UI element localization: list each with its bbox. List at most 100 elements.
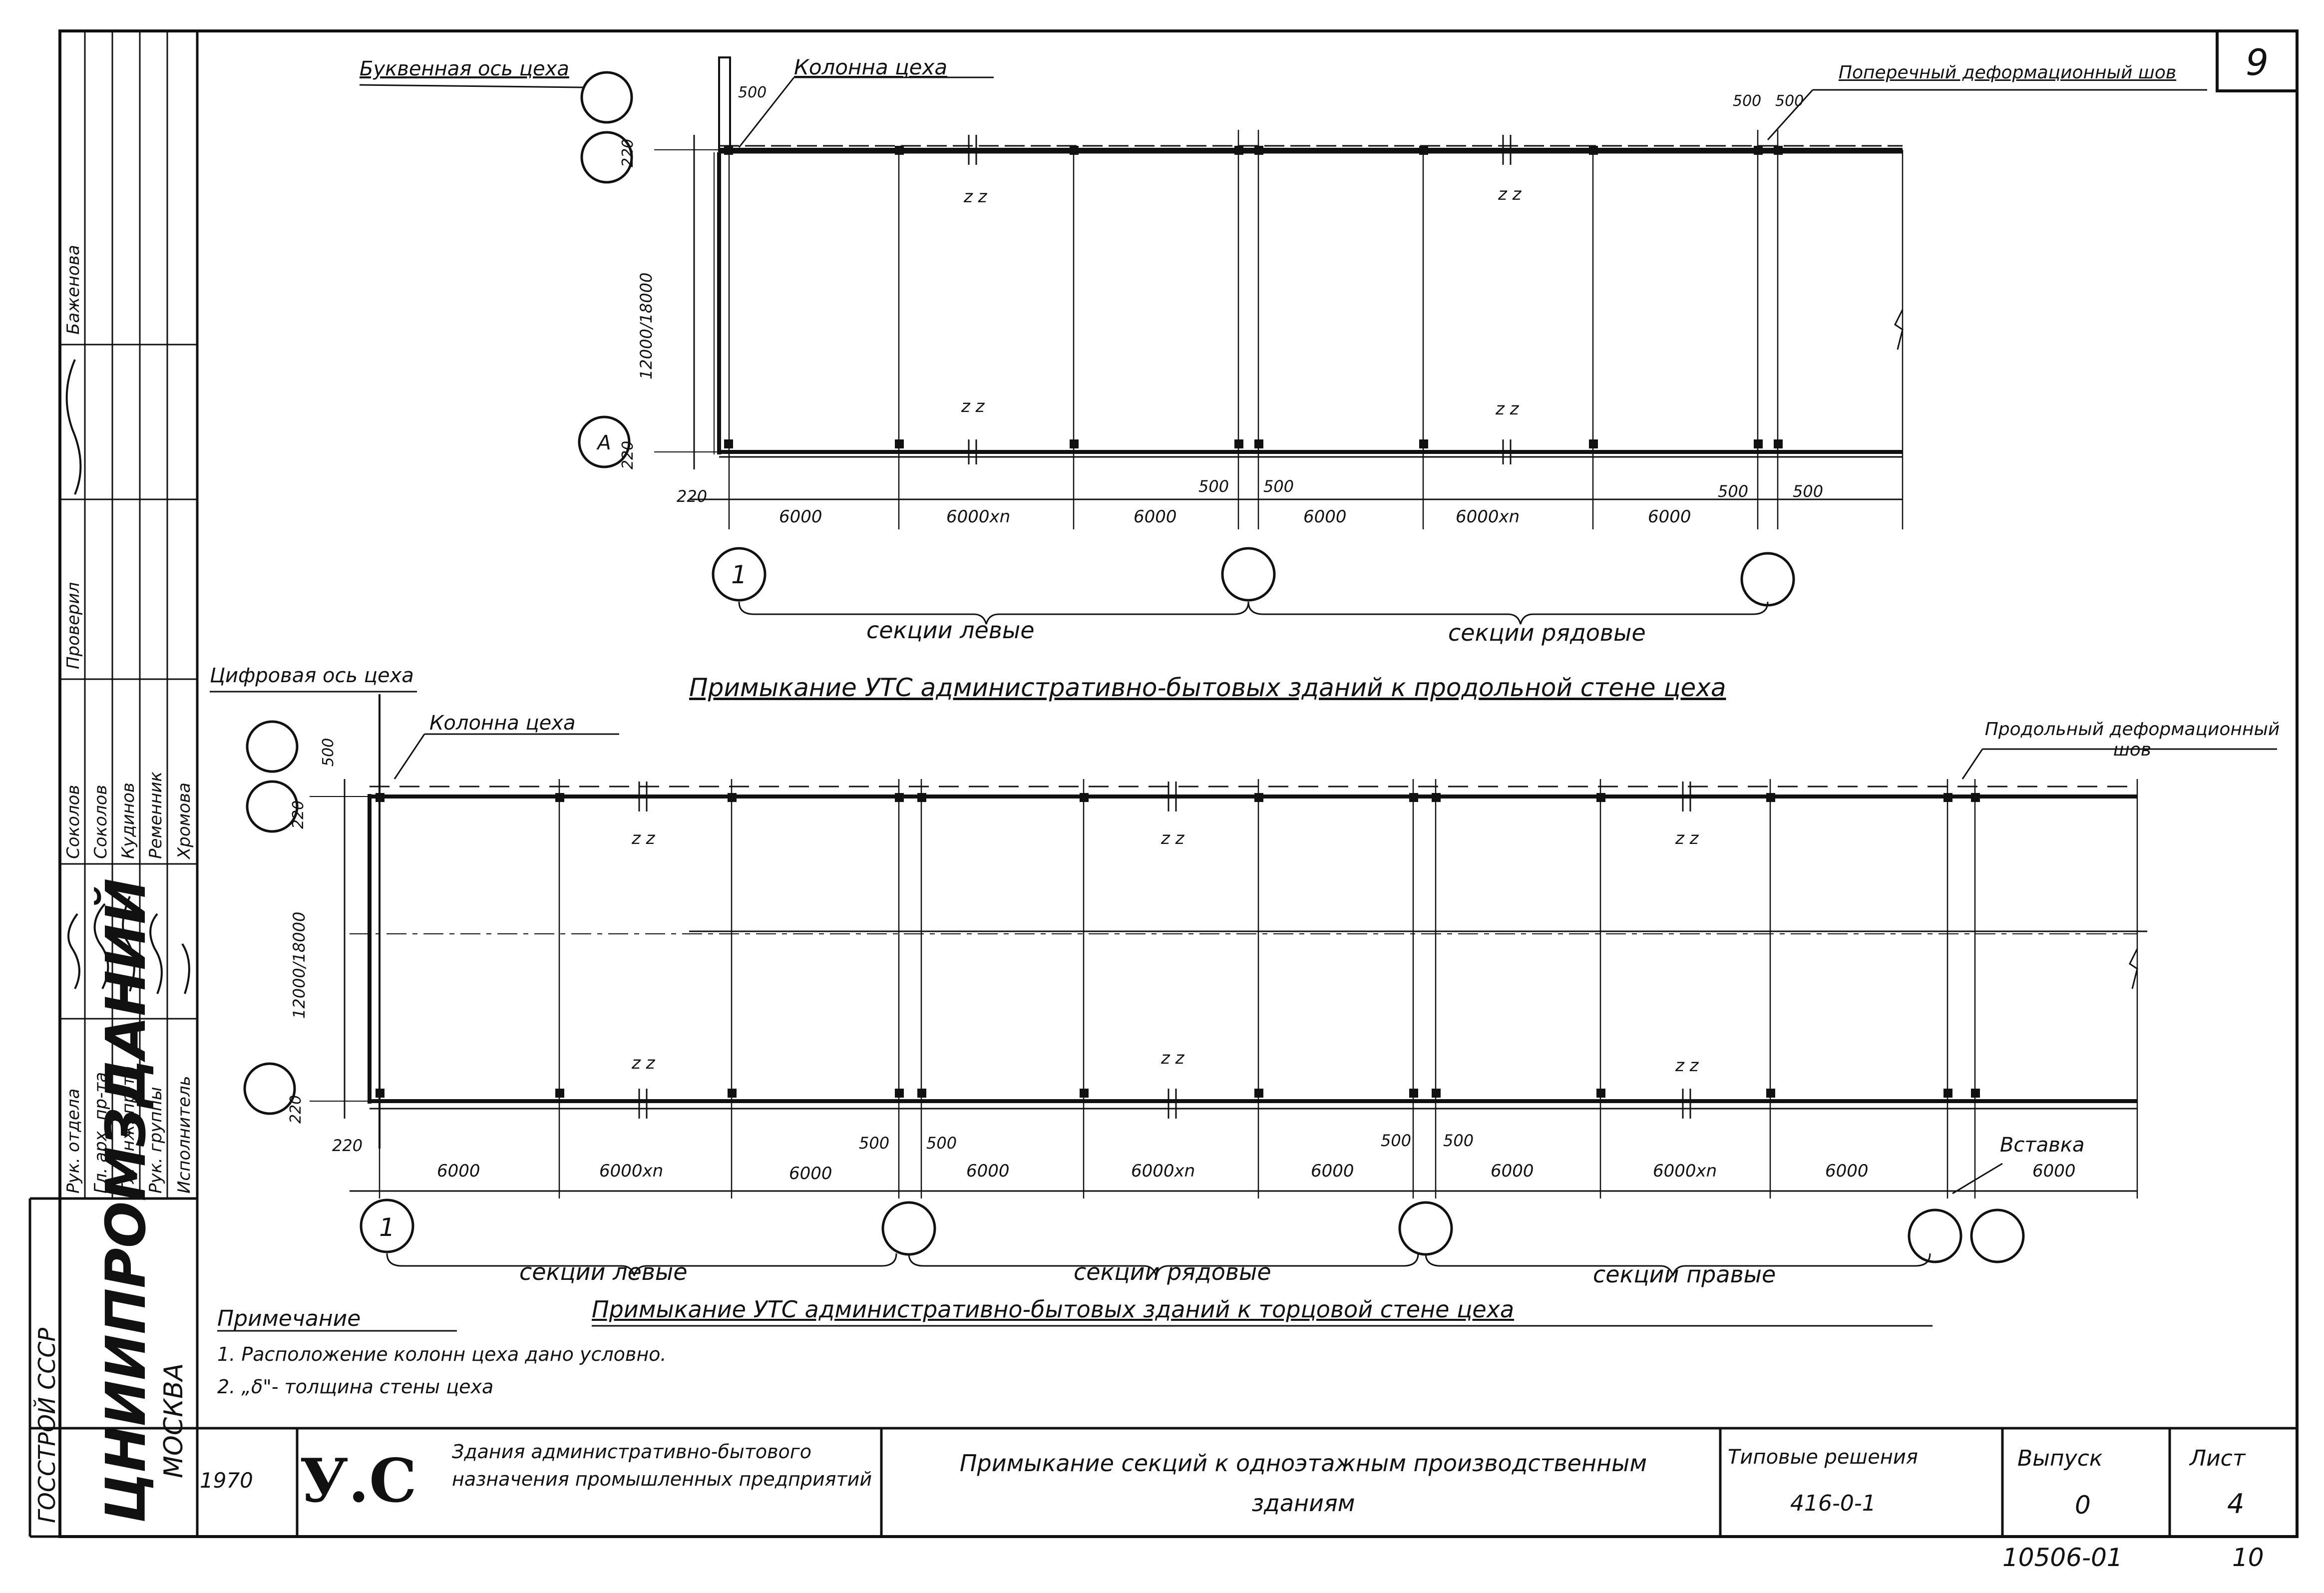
- dim-bottom-500-c: 500: [926, 1134, 957, 1153]
- corner-box: [2216, 29, 2299, 92]
- role-5: Исполнитель: [174, 1076, 194, 1194]
- name-3: Кудинов: [118, 783, 138, 859]
- axis-circle-right-top: [1740, 552, 1795, 607]
- dim-top-12000: 12000/18000: [637, 272, 656, 380]
- label-letter-axis: Буквенная ось цеха: [360, 57, 569, 80]
- axis-circle-right-bottom: [1908, 1208, 1962, 1263]
- tb-issue-label: Выпуск: [2017, 1446, 2103, 1471]
- side-signatures: [65, 359, 190, 994]
- note-item-1: 1. Расположение колонн цеха дано условно…: [217, 1343, 667, 1365]
- org-moskva: МОСКВА: [159, 1363, 189, 1478]
- footer-page: 10: [2232, 1543, 2264, 1572]
- axis-circle-1-top: [712, 547, 767, 602]
- name-5: Хромова: [174, 783, 194, 860]
- top-breaks: [968, 135, 1904, 464]
- dim-top-6000-b: 6000: [1134, 507, 1177, 527]
- tb-series: У.С: [300, 1446, 417, 1516]
- label-joint-bottom: Продольный деформационный шов: [1984, 719, 2280, 760]
- axis-circle-wall-bottom: [246, 780, 299, 833]
- bracket-right-bottom: [1425, 1253, 1931, 1276]
- name-4: Ременник: [146, 771, 166, 859]
- axis-circle-letter-shop: [580, 71, 633, 124]
- svg-text:z z: z z: [631, 828, 656, 848]
- svg-text:z z: z z: [1161, 828, 1185, 848]
- checked-label: Проверил: [63, 582, 83, 669]
- bottom-grid-lines: [379, 779, 2138, 1198]
- bottom-leaders: [210, 691, 2277, 1332]
- org-gosstroy: ГОССТРОЙ СССР: [33, 1327, 60, 1523]
- axis-circle-digit-shop: [246, 720, 299, 773]
- dim-top-220-a: 220: [677, 487, 708, 506]
- tb-typical-label: Типовые решения: [1728, 1446, 1918, 1469]
- bottom-columns: [376, 793, 1980, 1098]
- role-3: Гл. инж. пр-та: [118, 1066, 138, 1194]
- label-joint-top: Поперечный деформационный шов: [1838, 62, 2177, 83]
- bottom-breaks: [638, 782, 2138, 1119]
- dim-bottom-220-c: 220: [332, 1136, 363, 1155]
- axis-circle-mid-top: [1221, 547, 1276, 602]
- svg-text:z z: z z: [1161, 1048, 1185, 1068]
- label-column-top: Колонна цеха: [794, 55, 948, 79]
- dim-bottom-6000-g: 6000: [2032, 1161, 2076, 1181]
- dim-bottom-6000-c: 6000: [966, 1161, 1010, 1181]
- dim-top-500-f: 500: [1718, 482, 1749, 501]
- axis-circle-1-bottom: [360, 1198, 414, 1253]
- footer-doc-number: 10506-01: [2002, 1543, 2123, 1572]
- dim-bottom-6000n-a: 6000хn: [599, 1161, 664, 1181]
- title-block-frame: [30, 1427, 2297, 1538]
- column-shop-top: [718, 56, 731, 153]
- dim-bottom-6000-e: 6000: [1491, 1161, 1534, 1181]
- note-heading: Примечание: [217, 1306, 361, 1331]
- dim-bottom-220-b: 220: [287, 1095, 305, 1124]
- side-stamp-org: ГОССТРОЙ СССР ЦНИИПРОМЗДАНИЙ МОСКВА: [33, 878, 189, 1523]
- dim-top-6000n-a: 6000хn: [946, 507, 1011, 527]
- label-digit-axis: Цифровая ось цеха: [210, 664, 414, 687]
- section-right-bottom: секции правые: [1593, 1261, 1776, 1288]
- svg-text:z z: z z: [1675, 828, 1699, 848]
- top-grid-lines: [728, 130, 1904, 529]
- section-row-top: секции рядовые: [1448, 619, 1646, 646]
- tb-year: 1970: [200, 1468, 253, 1493]
- name-2: Соколов: [91, 785, 111, 859]
- plan-bottom-title: Примыкание УТС административно-бытовых з…: [592, 1296, 1515, 1323]
- dim-top-6000-c: 6000: [1303, 507, 1347, 527]
- axis-label-1-top: 1: [731, 560, 747, 589]
- dim-bottom-500-b: 500: [859, 1134, 890, 1153]
- name-1: Соколов: [63, 785, 83, 859]
- dim-top-6000-d: 6000: [1648, 507, 1691, 527]
- checked-name: Баженова: [63, 245, 83, 335]
- dim-top-500-a: 500: [738, 84, 767, 101]
- note-item-2: 2. „δ"- толщина стены цеха: [217, 1376, 494, 1398]
- axis-circle-bottom-left: [243, 1062, 296, 1115]
- dim-bottom-12000: 12000/18000: [290, 911, 309, 1019]
- dim-bottom-6000-f: 6000: [1825, 1161, 1869, 1181]
- section-left-top: секции левые: [866, 617, 1035, 644]
- bracket-left-top: [738, 601, 1249, 625]
- svg-text:z z: z z: [961, 397, 985, 416]
- dim-bottom-220-a: 220: [290, 800, 307, 829]
- svg-text:z z: z z: [1495, 399, 1520, 419]
- section-row-bottom: секции рядовые: [1074, 1258, 1271, 1285]
- top-leaders: [359, 76, 2207, 932]
- label-column-bottom: Колонна цеха: [429, 712, 576, 735]
- org-tsniipromzdaniy: ЦНИИПРОМЗДАНИЙ: [93, 878, 158, 1523]
- section-left-bottom: секции левые: [519, 1258, 688, 1285]
- tb-series-desc: Здания административно-бытового назначен…: [452, 1441, 872, 1490]
- dim-bottom-500-a: 500: [320, 738, 337, 767]
- axis-circle-mid1-bottom: [881, 1201, 936, 1256]
- dim-top-6000-a: 6000: [779, 507, 822, 527]
- dim-top-220-b: 220: [619, 138, 637, 167]
- axis-circle-insert: [1970, 1208, 2025, 1263]
- axis-label-a: А: [596, 431, 611, 454]
- role-2: Гл. арх. пр-та: [91, 1072, 111, 1194]
- tb-sheet-label: Лист: [2190, 1446, 2246, 1471]
- axis-circle-wall: [580, 131, 633, 184]
- plan-top-title: Примыкание УТС административно-бытовых з…: [689, 673, 1726, 702]
- bracket-mid-bottom: [908, 1253, 1419, 1276]
- tb-sheet-title: Примыкание секций к одноэтажным производ…: [959, 1450, 1647, 1517]
- dim-bottom-500-e: 500: [1443, 1131, 1474, 1150]
